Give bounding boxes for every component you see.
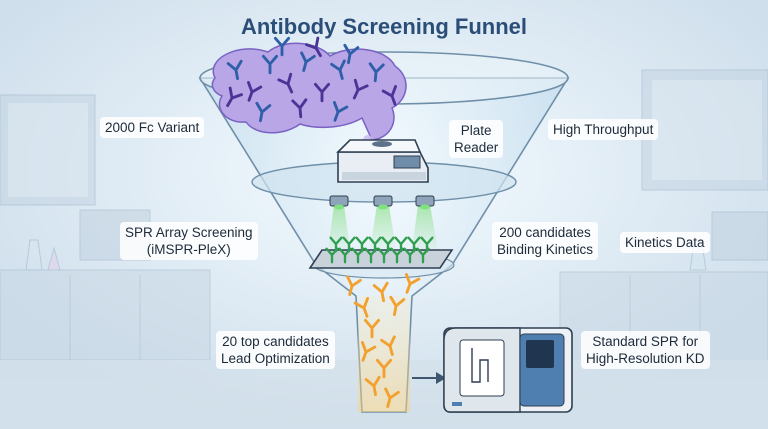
antibody-green-icon: [390, 247, 404, 264]
antibody-purple-icon: [333, 101, 349, 122]
plate-reader-icon: [336, 139, 429, 183]
label-kinetics-data: Kinetics Data: [620, 232, 710, 253]
antibody-orange-icon: [353, 297, 369, 318]
antibody-orange-icon: [389, 295, 406, 317]
candidates-20-line2: Lead Optimization: [221, 351, 330, 366]
plate-reader-line1: Plate: [460, 123, 492, 138]
candidates-20-line1: 20 top candidates: [222, 334, 329, 349]
antibody-orange-icon: [372, 281, 389, 303]
antibody-purple-icon: [305, 36, 322, 58]
antibody-purple-icon: [255, 101, 272, 123]
antibody-orange-icon: [363, 318, 381, 339]
label-plate-reader: Plate Reader: [449, 120, 504, 158]
arrow-to-spr: [412, 372, 446, 384]
antibody-purple-icon: [261, 54, 279, 75]
spr-instrument-icon: [443, 327, 573, 413]
spr-array-line2: (iMSPR-PleX): [146, 242, 231, 257]
candidates-200-line2: Binding Kinetics: [497, 242, 594, 257]
label-spr-array: SPR Array Screening (iMSPR-PleX): [120, 222, 258, 260]
antibody-green-icon: [325, 247, 339, 264]
label-standard-spr: Standard SPR for High-Resolution KD: [581, 331, 710, 369]
antibody-green-icon: [351, 247, 365, 264]
plate-reader-line2: Reader: [454, 140, 499, 155]
antibody-orange-icon: [384, 387, 400, 408]
standard-spr-line1: Standard SPR for: [592, 334, 699, 349]
orange-antibodies: [346, 273, 421, 408]
antibody-orange-icon: [405, 273, 421, 294]
antibody-green-icon: [416, 247, 430, 264]
antibody-purple-icon: [352, 78, 369, 100]
antibody-purple-icon: [226, 59, 243, 81]
antibody-purple-icon: [381, 85, 397, 106]
antibody-green-icon: [403, 247, 417, 264]
antibody-purple-icon: [277, 72, 294, 94]
antibody-purple-icon: [300, 51, 316, 72]
antibody-orange-icon: [380, 335, 396, 356]
standard-spr-line2: High-Resolution KD: [586, 351, 705, 366]
antibody-orange-icon: [346, 275, 362, 296]
antibody-purple-icon: [330, 59, 346, 80]
antibody-purple-icon: [343, 43, 360, 65]
spr-array-chip-icon: [308, 195, 454, 269]
antibody-green-icon: [377, 247, 391, 264]
label-fc-variant: 2000 Fc Variant: [100, 117, 205, 138]
candidates-200-line1: 200 candidates: [499, 225, 591, 240]
page-title: Antibody Screening Funnel: [240, 14, 527, 39]
antibody-orange-icon: [364, 375, 381, 397]
antibody-orange-icon: [375, 358, 393, 379]
antibody-green-icon: [364, 247, 378, 264]
antibody-purple-icon: [226, 86, 243, 108]
antibody-purple-icon: [313, 82, 331, 103]
antibody-green-icon: [338, 247, 352, 264]
label-200-candidates: 200 candidates Binding Kinetics: [492, 222, 599, 260]
antibody-orange-icon: [361, 341, 377, 362]
spr-array-line1: SPR Array Screening: [125, 225, 253, 240]
label-high-throughput: High Throughput: [548, 119, 659, 140]
antibody-purple-icon: [368, 62, 385, 83]
antibody-purple-icon: [247, 81, 263, 102]
antibody-purple-icon: [291, 98, 308, 119]
antibody-purple-icon: [273, 36, 291, 57]
label-20-candidates: 20 top candidates Lead Optimization: [216, 331, 335, 369]
